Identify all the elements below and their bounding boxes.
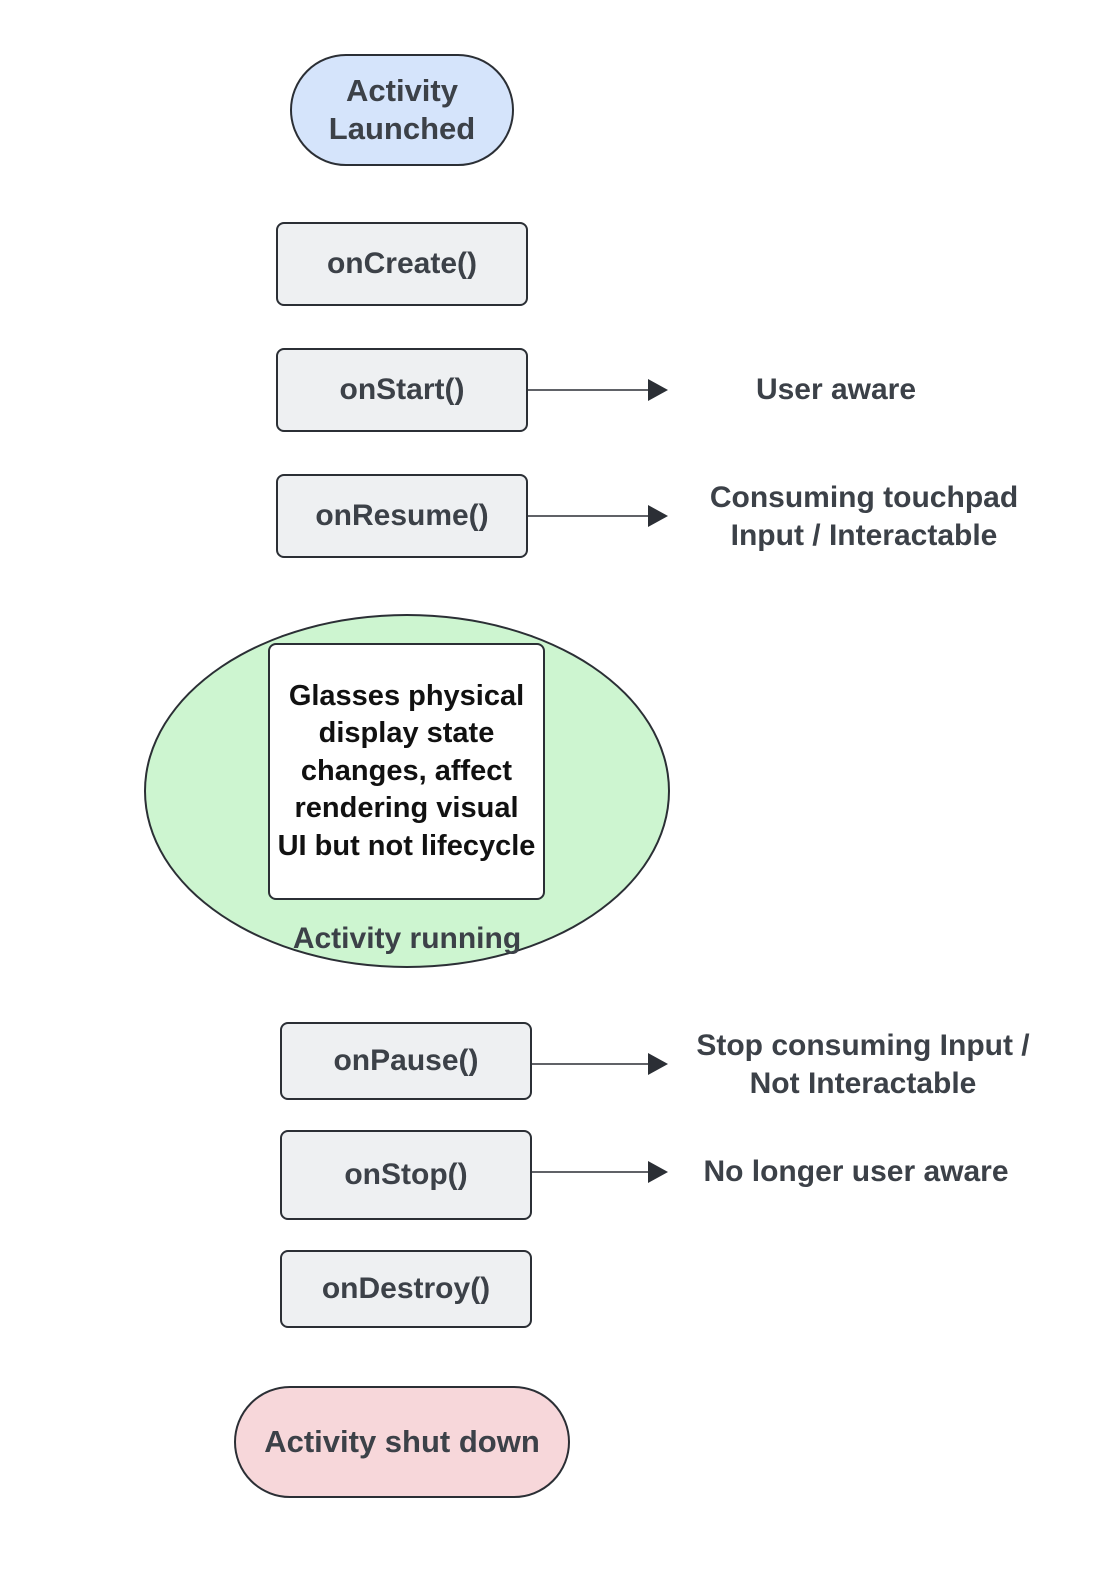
activity-running-label: Activity running: [292, 922, 522, 955]
activity-launched-label: Activity Launched: [328, 73, 476, 146]
oncreate-label: onCreate(): [326, 247, 477, 280]
arrow-onstart-to-user-aware: [528, 379, 668, 401]
onpause-node: onPause(): [280, 1022, 532, 1100]
ondestroy-node: onDestroy(): [280, 1250, 532, 1328]
arrow-onresume-to-consuming-input: [528, 505, 668, 527]
onpause-note: Stop consuming Input / Not Interactable: [696, 1029, 1030, 1100]
activity-launched-node: Activity Launched: [290, 54, 514, 166]
arrow-onstop-to-no-longer-aware: [532, 1161, 668, 1183]
onstop-note: No longer user aware: [703, 1155, 1009, 1188]
onstart-node: onStart(): [276, 348, 528, 432]
onstop-label: onStop(): [344, 1158, 468, 1191]
display-state-text: Glasses physical display state changes, …: [277, 679, 536, 862]
oncreate-node: onCreate(): [276, 222, 528, 306]
onstart-label: onStart(): [339, 373, 465, 406]
onresume-label: onResume(): [315, 499, 489, 532]
arrowhead-icon: [648, 1161, 668, 1183]
arrowhead-icon: [648, 505, 668, 527]
onstop-node: onStop(): [280, 1130, 532, 1220]
arrowhead-icon: [648, 1053, 668, 1075]
onstart-note: User aware: [755, 373, 917, 406]
activity-shut-down-node: Activity shut down: [234, 1386, 570, 1498]
activity-shut-down-label: Activity shut down: [264, 1424, 540, 1459]
display-state-note: Glasses physical display state changes, …: [268, 643, 545, 900]
arrow-onpause-to-stop-consuming: [532, 1053, 668, 1075]
onpause-label: onPause(): [333, 1044, 479, 1077]
ondestroy-label: onDestroy(): [321, 1272, 491, 1305]
onresume-note: Consuming touchpad Input / Interactable: [709, 481, 1019, 552]
onresume-node: onResume(): [276, 474, 528, 558]
arrowhead-icon: [648, 379, 668, 401]
